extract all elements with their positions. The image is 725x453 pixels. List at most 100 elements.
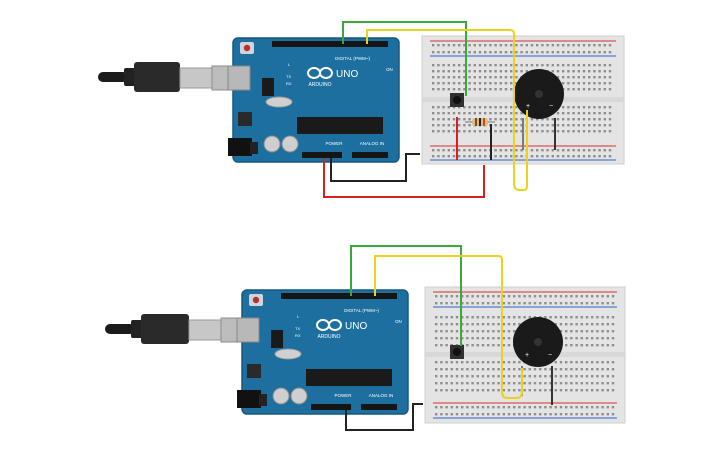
breadboard-hole <box>471 406 474 409</box>
resistor[interactable] <box>465 118 495 126</box>
breadboard-hole <box>575 361 578 364</box>
breadboard-hole <box>577 124 580 127</box>
breadboard-hole <box>572 149 575 152</box>
breadboard-hole <box>461 295 464 298</box>
breadboard-hole <box>513 361 516 364</box>
breadboard-hole <box>504 112 508 115</box>
breadboard-hole <box>502 368 505 371</box>
breadboard-hole <box>437 76 440 79</box>
power-header[interactable] <box>311 404 351 410</box>
breadboard-hole <box>598 64 601 67</box>
breadboard-hole <box>580 389 583 392</box>
breadboard-hole <box>440 337 443 340</box>
breadboard-hole <box>544 316 547 319</box>
digital-header[interactable] <box>281 293 397 299</box>
breadboard-hole <box>515 82 518 85</box>
breadboard-hole <box>476 316 479 319</box>
breadboard-hole <box>452 112 456 115</box>
digital-header[interactable] <box>272 41 388 47</box>
wire-yellow[interactable] <box>374 255 523 399</box>
breadboard-hole <box>513 330 516 333</box>
breadboard-hole <box>452 88 456 91</box>
on-label: ON <box>386 67 393 72</box>
breadboard-hole <box>440 330 443 333</box>
breadboard-hole <box>606 375 609 378</box>
breadboard-hole <box>481 406 485 409</box>
breadboard-hole <box>466 302 469 305</box>
arduino-board[interactable]: ARDUINO UNO DIGITAL (PWM~) POWER ANALOG … <box>227 37 400 163</box>
breadboard-hole <box>513 375 516 378</box>
breadboard-hole <box>539 389 542 392</box>
breadboard-hole <box>611 316 615 319</box>
breadboard-hole <box>463 88 466 91</box>
breadboard-hole <box>507 330 511 333</box>
pushbutton[interactable] <box>450 345 464 359</box>
arduino-board[interactable]: ARDUINO UNO DIGITAL (PWM~) POWER ANALOG … <box>236 289 409 415</box>
breadboard-hole <box>478 70 482 73</box>
breadboard-hole <box>432 106 435 109</box>
breadboard-hole <box>440 316 443 319</box>
breadboard-hole <box>455 302 459 305</box>
breadboard-hole <box>450 337 453 340</box>
breadboard-hole <box>562 112 565 115</box>
piezo-buzzer[interactable]: + − <box>514 69 564 150</box>
breadboard-hole <box>497 382 500 385</box>
breadboard-hole <box>536 44 539 47</box>
breadboard-hole <box>432 88 435 91</box>
breadboard-hole <box>591 368 594 371</box>
breadboard-hole <box>458 70 461 73</box>
wire-black[interactable] <box>345 403 423 431</box>
breadboard-hole <box>445 316 448 319</box>
breadboard-hole <box>577 155 580 158</box>
breadboard-hole <box>504 118 508 121</box>
breadboard-hole <box>466 389 469 392</box>
breadboard-hole <box>603 44 606 47</box>
breadboard-hole <box>481 413 485 416</box>
breadboard-hole <box>492 316 495 319</box>
breadboard-hole <box>481 361 485 364</box>
breadboard-hole <box>515 118 518 121</box>
breadboard-hole <box>445 302 448 305</box>
wire-green[interactable] <box>342 21 467 96</box>
breadboard-hole <box>440 302 443 305</box>
breadboard-hole <box>577 149 580 152</box>
breadboard-hole <box>445 382 448 385</box>
wire-green[interactable] <box>350 245 462 346</box>
breadboard-hole <box>452 70 456 73</box>
breadboard-hole <box>601 368 604 371</box>
breadboard-hole <box>588 149 591 152</box>
breadboard-hole <box>572 76 575 79</box>
analog-header[interactable] <box>352 152 388 158</box>
breadboard-hole <box>435 316 438 319</box>
wire-black[interactable] <box>330 153 420 182</box>
wire-yellow[interactable] <box>366 29 528 191</box>
breadboard-hole <box>507 316 511 319</box>
breadboard-hole <box>471 330 474 333</box>
breadboard-hole <box>608 51 612 54</box>
breadboard-hole <box>572 124 575 127</box>
breadboard-hole <box>458 88 461 91</box>
breadboard-hole <box>463 106 466 109</box>
breadboard-hole <box>572 112 575 115</box>
breadboard-hole <box>473 70 476 73</box>
breadboard-hole <box>471 368 474 371</box>
breadboard-hole <box>611 406 615 409</box>
power-header[interactable] <box>302 152 342 158</box>
breadboard-hole <box>461 361 464 364</box>
pushbutton[interactable] <box>450 93 464 107</box>
led-rx-label: RX <box>295 333 301 338</box>
breadboard-hole <box>606 389 609 392</box>
breadboard-hole <box>473 76 476 79</box>
analog-header[interactable] <box>361 404 397 410</box>
breadboard-hole <box>582 70 586 73</box>
breadboard-hole <box>435 302 438 305</box>
usb-cable[interactable] <box>98 62 247 92</box>
breadboard-hole <box>455 323 459 326</box>
wire-red[interactable] <box>323 158 485 198</box>
breadboard-hole <box>603 88 606 91</box>
breadboard-hole <box>458 130 461 133</box>
usb-cable[interactable] <box>105 314 256 344</box>
breadboard-hole <box>494 112 497 115</box>
breadboard-hole <box>455 375 459 378</box>
